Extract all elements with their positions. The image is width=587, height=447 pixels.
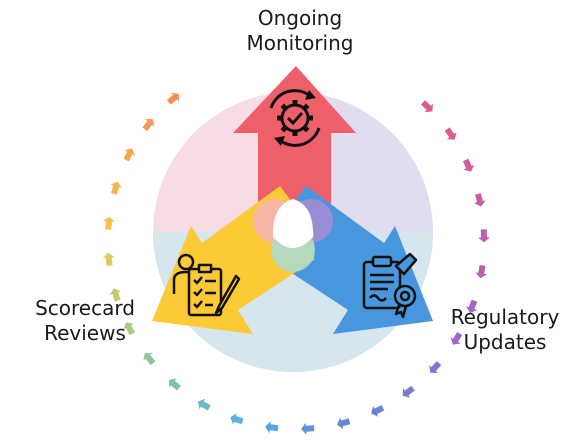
ring-arrow-18	[123, 322, 135, 336]
cycle-ring	[102, 92, 491, 435]
ring-arrow-0	[420, 100, 433, 113]
ring-arrow-12	[301, 422, 315, 435]
ring-arrow-21	[102, 216, 115, 230]
ring-arrow-10	[371, 405, 385, 417]
ring-arrow-7	[450, 331, 463, 345]
ring-arrow-1	[444, 127, 457, 140]
ring-arrow-6	[466, 299, 478, 313]
ring-arrow-9	[402, 385, 415, 398]
clipboard-document-stamp-icon	[362, 252, 418, 319]
ring-arrow-17	[143, 353, 156, 366]
ring-arrow-4	[478, 229, 491, 243]
ring-arrow-3	[474, 193, 486, 207]
ring-arrow-13	[265, 421, 279, 434]
label-top-line2: Monitoring	[246, 31, 354, 55]
ring-arrow-5	[475, 264, 488, 279]
ring-arrow-19	[109, 288, 122, 302]
ring-arrow-14	[230, 413, 244, 425]
ring-arrow-22	[110, 181, 122, 195]
ring-arrow-16	[169, 378, 181, 391]
label-left-line2: Reviews	[44, 321, 126, 345]
ring-arrow-2	[462, 158, 475, 172]
center-overlap	[253, 199, 333, 272]
label-right-line1: Regulatory	[450, 305, 560, 329]
ring-arrow-24	[142, 118, 155, 132]
ring-arrow-23	[123, 148, 136, 162]
ring-arrow-15	[197, 398, 211, 411]
label-regulatory-updates: Regulatory Updates	[440, 305, 570, 355]
gear-check-cycle-icon	[269, 89, 321, 147]
label-scorecard-reviews: Scorecard Reviews	[20, 296, 150, 346]
person-checklist-icon	[172, 253, 241, 317]
label-ongoing-monitoring: Ongoing Monitoring	[220, 6, 380, 56]
ring-arrow-11	[336, 417, 351, 430]
label-top-line1: Ongoing	[257, 6, 343, 30]
label-left-line1: Scorecard	[35, 296, 135, 320]
arrow-top	[233, 66, 356, 230]
ring-arrow-8	[429, 361, 442, 374]
ring-arrow-20	[102, 252, 115, 266]
ring-arrow-25	[166, 92, 179, 105]
label-right-line2: Updates	[463, 330, 547, 354]
